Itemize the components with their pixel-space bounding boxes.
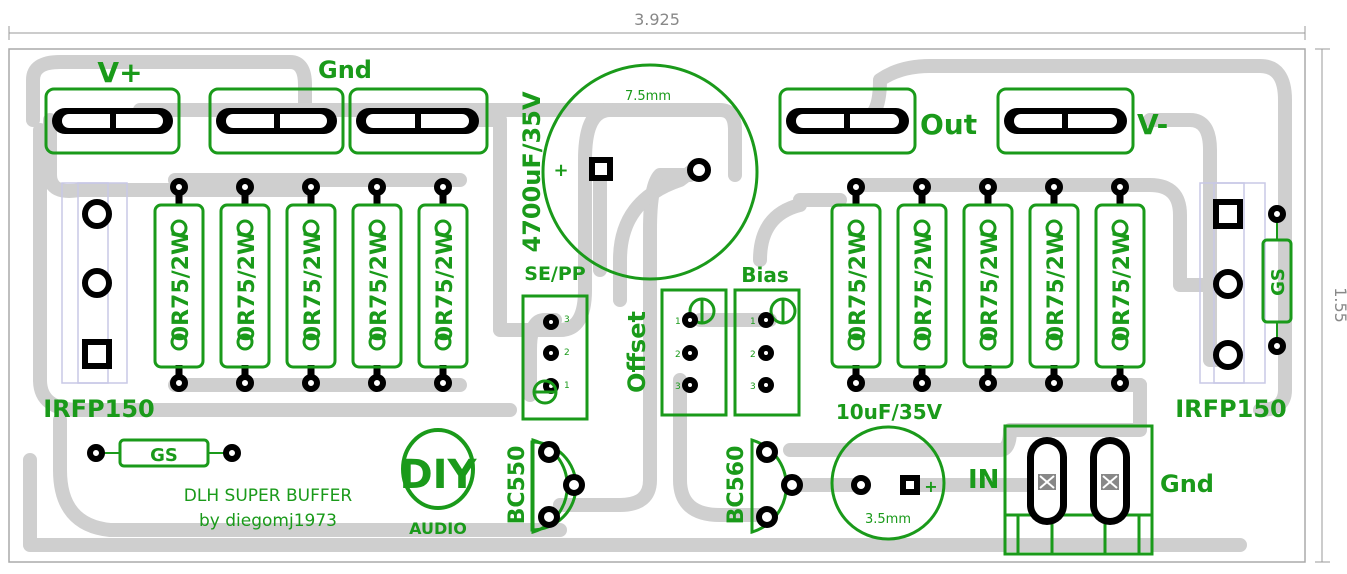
resistor-bank-right: 0R75/2W 0R75/2W 0R75/2W 0R75/2W	[830, 178, 1146, 392]
width-dimension-label: 3.925	[634, 10, 680, 29]
cap-small-size: 3.5mm	[865, 512, 911, 527]
label-out: Out	[920, 108, 977, 141]
pin3-label: 3	[564, 315, 570, 325]
resistor-label: 0R75/2W	[846, 231, 871, 341]
resistor: 0R75/2W	[219, 178, 271, 392]
pin2-label: 2	[675, 350, 681, 360]
resistor: 0R75/2W	[1094, 178, 1146, 392]
diyaudio-logo: DIY AUDIO	[399, 428, 478, 538]
mosfet-right	[1199, 182, 1266, 384]
terminal-gnd-2	[348, 87, 489, 155]
resistor-bank-left: 0R75/2W 0R75/2W 0R75/2W 0R75/2W	[153, 178, 469, 392]
cap-small-plus: +	[924, 477, 937, 496]
resistor: 0R75/2W	[285, 178, 337, 392]
gs-left-label: GS	[150, 445, 178, 466]
credits-title: DLH SUPER BUFFER	[184, 486, 353, 506]
resistor-label: 0R75/2W	[367, 231, 392, 341]
pin3-label: 3	[675, 382, 681, 392]
cap-small-value: 10uF/35V	[836, 400, 943, 424]
height-dimension-label: 1.55	[1331, 287, 1347, 323]
resistor-label: 0R75/2W	[1110, 231, 1135, 341]
label-gnd-bottom: Gnd	[1160, 470, 1214, 498]
pin1-label: 1	[564, 381, 570, 391]
label-mosfet-left: IRFP150	[43, 395, 155, 423]
capacitor-large: + 7.5mm	[541, 63, 759, 281]
terminal-v-minus	[996, 87, 1135, 155]
traces	[23, 55, 1292, 552]
cap-large-size: 7.5mm	[625, 89, 671, 104]
logo-letters: DIY	[399, 452, 477, 498]
label-mosfet-right: IRFP150	[1175, 395, 1287, 423]
resistor-label: 0R75/2W	[169, 231, 194, 341]
pin2-label: 2	[750, 350, 756, 360]
logo-audio: AUDIO	[409, 519, 467, 538]
trimmer-offset: 1 2 3	[660, 288, 728, 417]
pin2-label: 2	[564, 348, 570, 358]
label-bias: Bias	[741, 263, 789, 287]
label-offset: Offset	[623, 311, 651, 393]
cap-large-value: 4700uF/35V	[518, 91, 546, 252]
mosfet-left	[61, 182, 128, 384]
resistor-label: 0R75/2W	[978, 231, 1003, 341]
label-se-pp: SE/PP	[524, 263, 586, 285]
resistor: 0R75/2W	[153, 178, 205, 392]
resistor: 0R75/2W	[417, 178, 469, 392]
terminal-out	[778, 87, 917, 155]
height-dimension: 1.55	[1315, 48, 1347, 563]
credits-author: by diegomj1973	[199, 511, 337, 531]
width-dimension: 3.925	[8, 10, 1306, 40]
label-v-minus: V-	[1137, 108, 1168, 141]
jumper-se-pp: 3 2 1	[521, 294, 589, 421]
resistor: 0R75/2W	[351, 178, 403, 392]
terminal-input	[1003, 424, 1154, 556]
terminal-gnd-1	[208, 87, 345, 155]
resistor: 0R75/2W	[830, 178, 882, 392]
resistor: 0R75/2W	[1028, 178, 1080, 392]
label-in: IN	[968, 465, 999, 495]
resistor: 0R75/2W	[962, 178, 1014, 392]
resistor-label: 0R75/2W	[912, 231, 937, 341]
label-gnd-top: Gnd	[318, 56, 372, 84]
terminal-v-plus	[44, 87, 181, 155]
trimmer-bias: 1 2 3	[733, 288, 801, 417]
pin3-label: 3	[750, 382, 756, 392]
resistor: 0R75/2W	[896, 178, 948, 392]
resistor-label: 0R75/2W	[433, 231, 458, 341]
pin1-label: 1	[675, 317, 681, 327]
pin1-label: 1	[750, 317, 756, 327]
transistor-bc550	[530, 437, 585, 535]
label-v-plus: V+	[97, 56, 142, 89]
capacitor-small: + 3.5mm	[830, 425, 946, 541]
gs-resistor-left: GS	[87, 438, 241, 468]
gs-right-label: GS	[1268, 268, 1289, 296]
label-bc560: BC560	[724, 446, 749, 525]
transistor-bc560	[750, 437, 803, 535]
gs-resistor-right: GS	[1261, 205, 1293, 355]
resistor-label: 0R75/2W	[301, 231, 326, 341]
cap-large-plus: +	[553, 160, 568, 181]
resistor-label: 0R75/2W	[1044, 231, 1069, 341]
label-bc550: BC550	[505, 446, 530, 525]
resistor-label: 0R75/2W	[235, 231, 260, 341]
